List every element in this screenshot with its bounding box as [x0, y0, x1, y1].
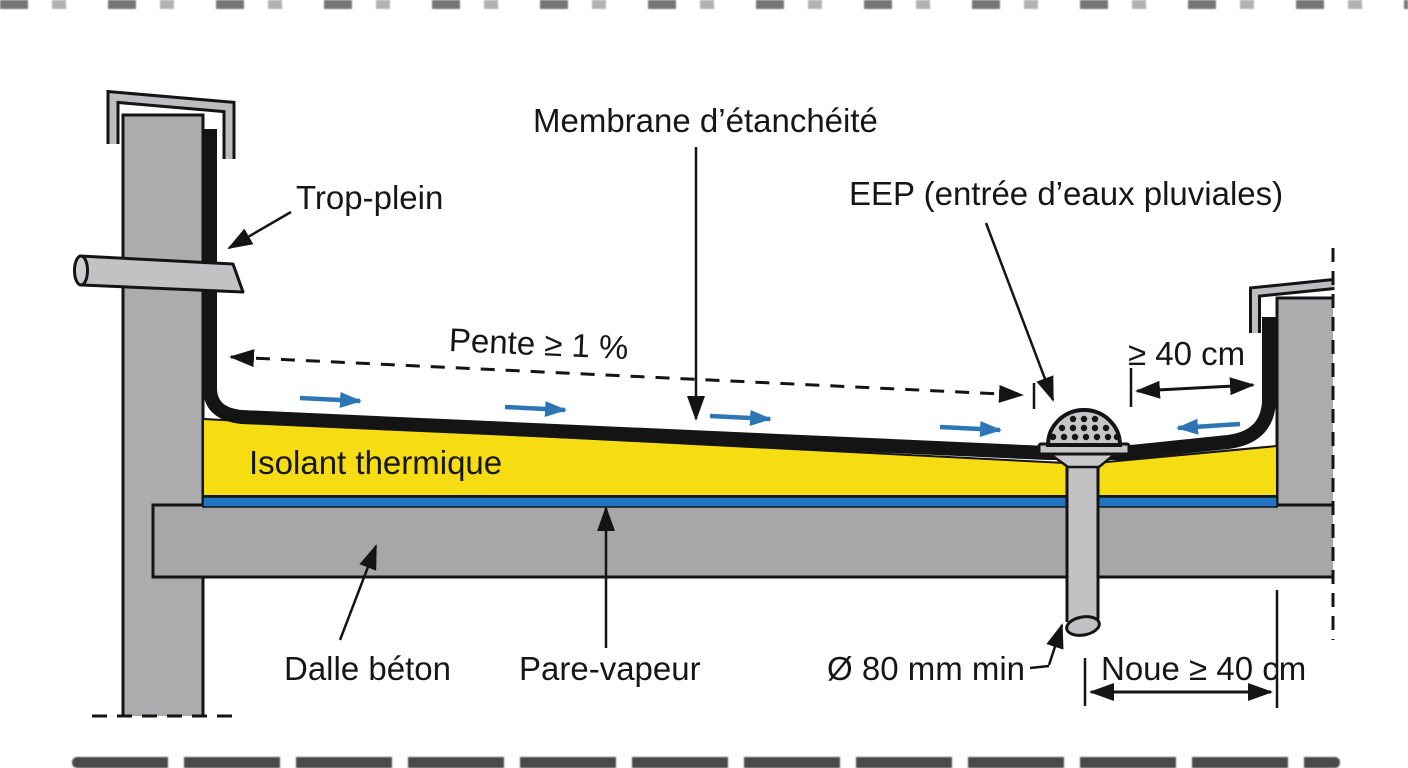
flow-arrow-icon — [504, 401, 567, 417]
dalle-pointer — [338, 544, 378, 641]
membrane-label: Membrane d’étanchéité — [533, 102, 878, 139]
flow-arrow-icon — [299, 392, 362, 408]
diametre-pointer — [1029, 623, 1064, 670]
slope-arrow — [229, 349, 1036, 409]
concrete-slab — [151, 503, 1333, 579]
noue-dimension — [1083, 590, 1279, 708]
dalle-label: Dalle béton — [284, 650, 451, 687]
insulation-layer — [202, 417, 1278, 497]
water-flow-arrows — [299, 392, 1241, 437]
noue-label: Noue ≥ 40 cm — [1101, 650, 1307, 687]
flow-arrow-icon — [939, 421, 1002, 437]
diametre-label: Ø 80 mm min — [827, 650, 1026, 687]
roof-drain — [1037, 408, 1131, 637]
left-coping — [106, 89, 236, 159]
eep-label: EEP (entrée d’eaux pluviales) — [849, 175, 1284, 212]
flow-arrow-icon — [709, 410, 772, 426]
left-parapet-wall — [121, 113, 205, 716]
right-coping — [1249, 278, 1335, 333]
drain-pipe — [1067, 453, 1098, 623]
eep-pointer — [984, 222, 1055, 402]
right-parapet-wall — [1275, 296, 1333, 507]
drain-dome-perforations — [1049, 415, 1121, 441]
parapet-distance-dimension — [1129, 368, 1255, 407]
vapor-barrier-layer — [202, 496, 1278, 508]
pare-vapeur-label: Pare-vapeur — [519, 650, 701, 687]
trop-plein-label: Trop-plein — [296, 179, 444, 216]
drain-pipe-end — [1065, 615, 1101, 637]
trop-plein-pointer — [227, 210, 292, 250]
overflow-pipe — [73, 254, 245, 294]
isolant-label: Isolant thermique — [249, 444, 503, 481]
quarante-cm-label: ≥ 40 cm — [1128, 335, 1246, 372]
flow-arrow-icon — [1176, 418, 1241, 435]
